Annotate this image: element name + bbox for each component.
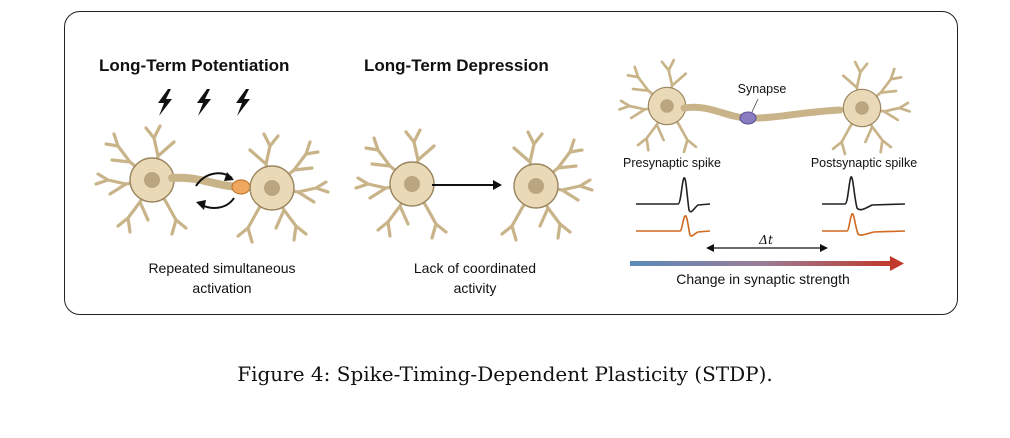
synapse-pointer [751, 98, 759, 113]
stdp-synapse [739, 111, 757, 125]
delta-t-label: Δt [758, 232, 774, 247]
arrowhead-icon [706, 244, 714, 252]
arrowhead-icon [196, 200, 206, 210]
strength-label: Change in synaptic strength [676, 271, 850, 287]
strength-gradient-bar [630, 261, 892, 266]
figure-caption: Figure 4: Spike-Timing-Dependent Plastic… [237, 362, 773, 386]
postsynaptic-orange-trace [822, 213, 906, 236]
ltd-title: Long-Term Depression [364, 56, 549, 75]
stdp-axon [680, 103, 844, 122]
lightning-icon [236, 89, 250, 116]
ltp-postsynaptic-neuron [236, 132, 330, 244]
presynaptic-spike-label: Presynaptic spike [623, 156, 721, 170]
arrowhead-icon [820, 244, 828, 252]
ltd-desc-line1: Lack of coordinated [414, 260, 536, 276]
ltp-desc-line1: Repeated simultaneous [148, 260, 295, 276]
presynaptic-spike-trace [636, 177, 711, 213]
arrowhead-icon [224, 172, 234, 181]
synapse-label: Synapse [738, 82, 787, 96]
ltd-postsynaptic-neuron [500, 130, 594, 242]
stdp-postsynaptic-neuron [831, 60, 911, 156]
postsynaptic-spike-label: Postsynaptic spilke [811, 156, 917, 170]
ltp-desc-line2: activation [192, 280, 251, 296]
ltp-title: Long-Term Potentiation [99, 56, 289, 75]
lightning-icon [158, 89, 172, 116]
arrowhead-icon [493, 180, 502, 190]
presynaptic-orange-trace [636, 215, 711, 237]
arrowhead-icon [890, 256, 904, 271]
lightning-icon [197, 89, 211, 116]
ltd-desc-line2: activity [454, 280, 497, 296]
postsynaptic-spike-trace [822, 176, 906, 211]
ltp-synapse [231, 179, 251, 195]
